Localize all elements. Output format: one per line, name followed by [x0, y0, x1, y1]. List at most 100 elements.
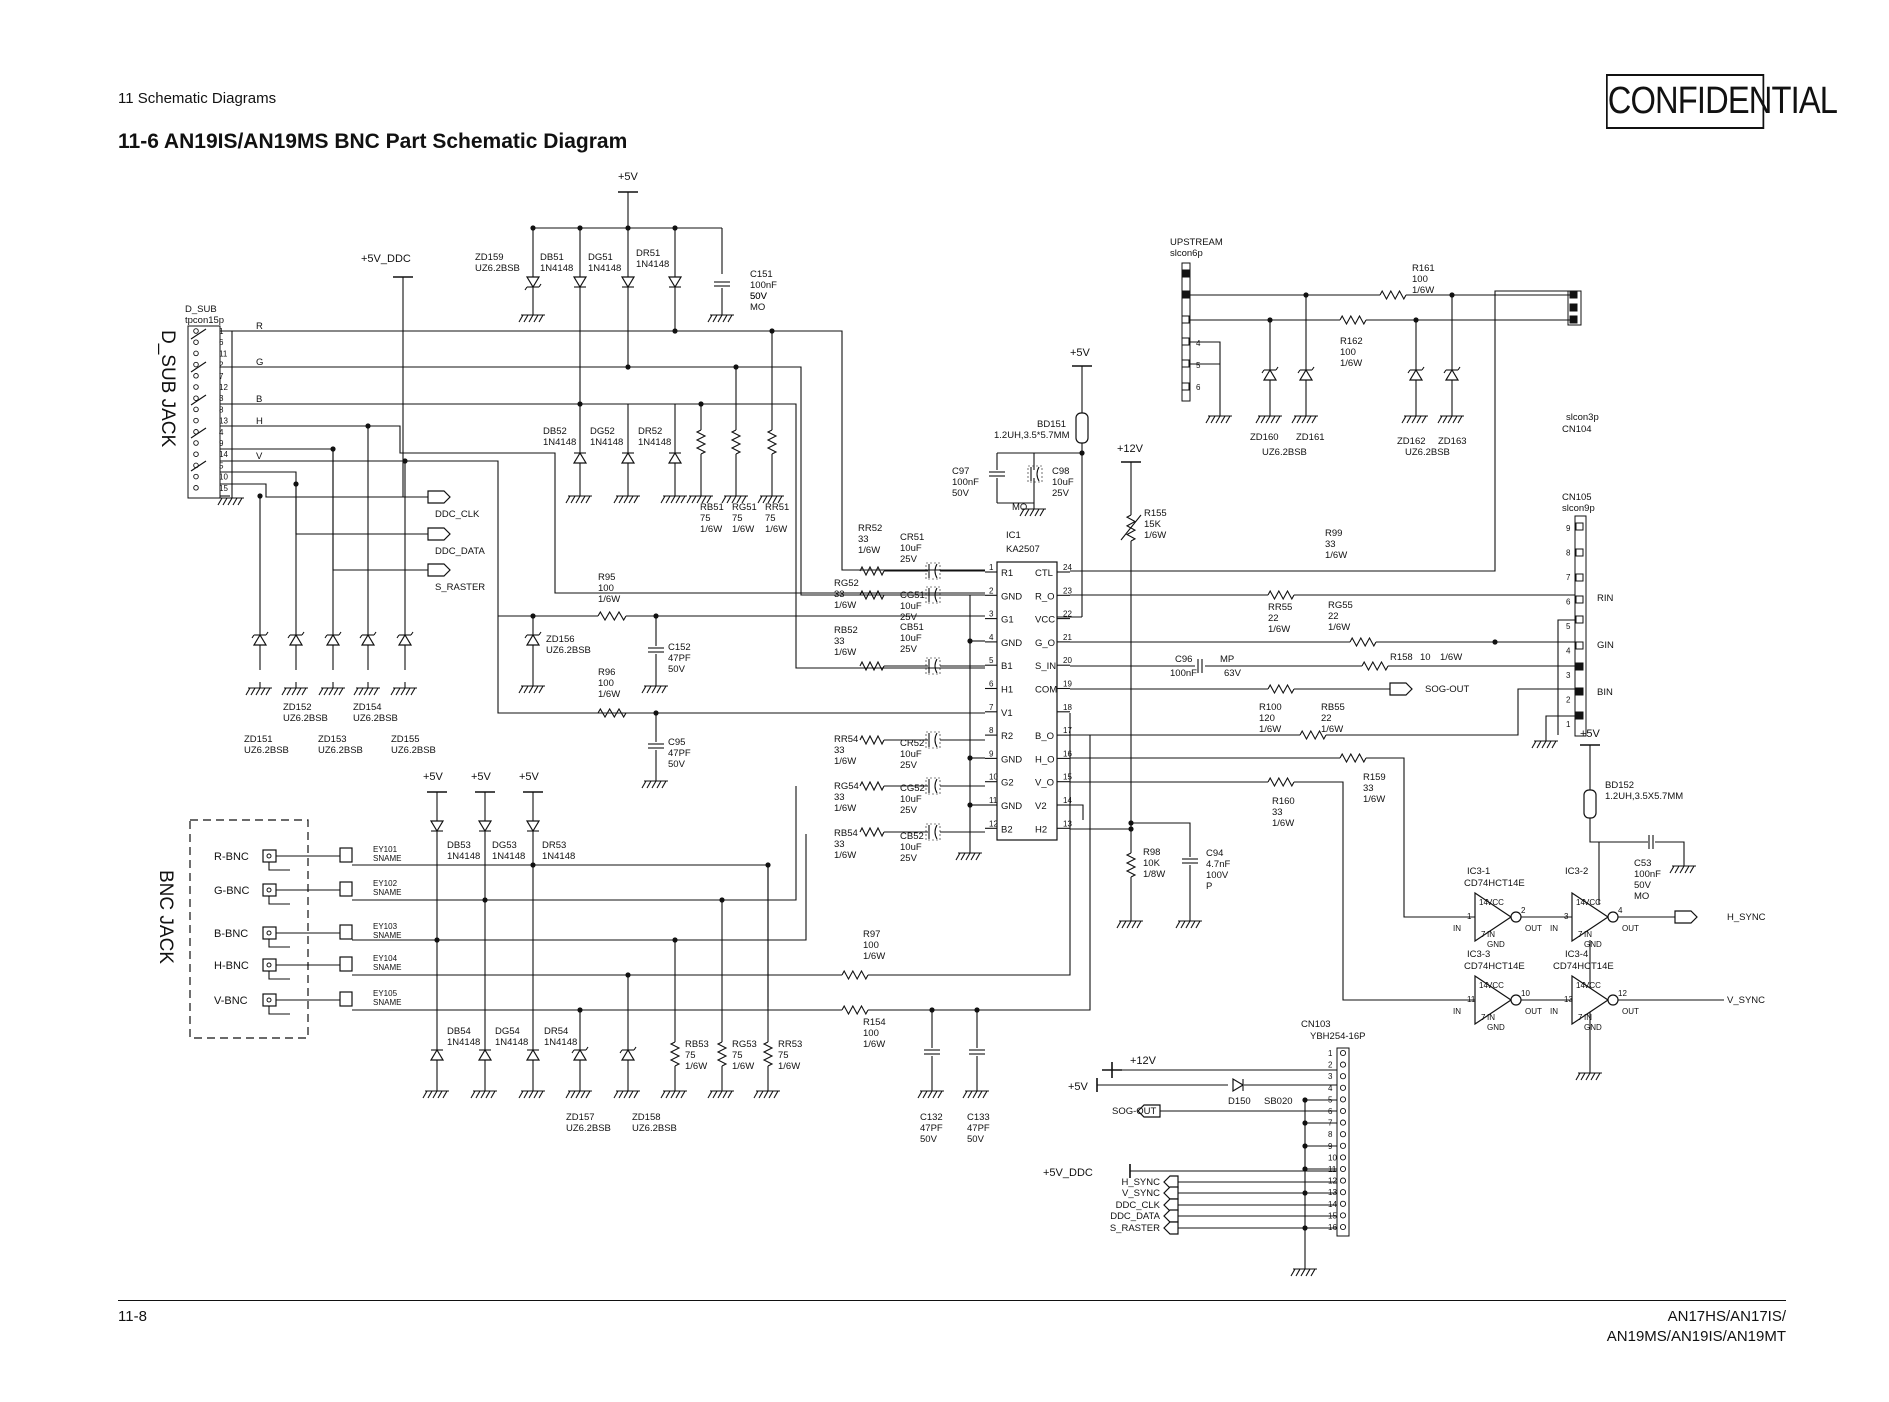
resistor-symbol	[841, 969, 869, 981]
net-arrow	[1163, 1221, 1179, 1235]
cn105-pin-number: 3	[1566, 671, 1571, 680]
bnc-load-label: RB53	[685, 1039, 709, 1050]
c132-label: C132	[920, 1112, 943, 1123]
cn103-pin-number: 13	[1328, 1188, 1337, 1197]
diode-symbol	[667, 276, 683, 289]
ddc-net-label: S_RASTER	[435, 582, 485, 593]
ground-hatch	[613, 495, 619, 504]
r161-label: R161	[1412, 263, 1435, 274]
ground-hatch	[706, 495, 712, 504]
input-cap-label: 10uF	[900, 842, 922, 853]
dsub-pin-dot	[193, 451, 199, 457]
ic1-left-pin: H1	[1001, 685, 1013, 696]
ground-hatch	[932, 1090, 938, 1099]
ground-hatch	[736, 495, 742, 504]
input-cap-label: CR51	[900, 532, 924, 543]
ground-hatch	[1275, 415, 1281, 424]
rb55-label: 1/6W	[1321, 724, 1343, 735]
ground-hatch	[1265, 415, 1271, 424]
ground-hatch	[641, 780, 647, 789]
ground-hatch	[741, 495, 747, 504]
c152-label: C152	[668, 642, 691, 653]
bd151-part: 1.2UH,3.5*5.7MM	[994, 430, 1070, 441]
junction-dot	[672, 937, 678, 943]
dsub-zener-part: UZ6.2BSB	[353, 713, 398, 724]
zener-bend	[1261, 369, 1265, 374]
net-arrow	[1389, 682, 1413, 696]
r160-label: R160	[1272, 796, 1295, 807]
dsub-jack-label: D_SUB JACK	[157, 330, 178, 448]
dsub-pin-dot	[193, 384, 199, 390]
capacitor-plate-curved	[934, 587, 938, 603]
resistor-symbol	[1379, 289, 1407, 301]
ground-hatch	[670, 495, 676, 504]
c96-ref: C96	[1175, 654, 1192, 665]
ground-hatch	[1411, 415, 1417, 424]
dsub-pin-number: 13	[219, 417, 228, 426]
bnc-load-label: 1/6W	[732, 1061, 754, 1072]
zener-bend	[1421, 366, 1425, 371]
resistor-symbol	[1349, 636, 1377, 648]
zd157-part: UZ6.2BSB	[566, 1123, 611, 1134]
bnc-eyelet-part: SNAME	[373, 963, 401, 972]
bnc-port	[262, 849, 277, 863]
dg51-part: 1N4148	[588, 263, 621, 274]
dsub-pin-number: 7	[219, 372, 224, 381]
c151-label: MO	[750, 302, 765, 313]
c151-label: C151	[750, 269, 773, 280]
ground-hatch	[1301, 415, 1307, 424]
ground-hatch	[1541, 740, 1547, 749]
ic1-left-pin-number: 9	[989, 749, 994, 758]
c98-label: C98	[1052, 466, 1069, 477]
junction-dot	[330, 446, 336, 452]
cn103-pin-number: 5	[1328, 1095, 1333, 1104]
ground-hatch	[338, 687, 344, 696]
rr55-label: 1/6W	[1268, 624, 1290, 635]
junction-dot	[653, 613, 659, 619]
ground-hatch	[757, 495, 763, 504]
ground-hatch	[410, 687, 416, 696]
ground-hatch	[1401, 415, 1407, 424]
dsub-part: tpcon15p	[185, 315, 224, 326]
ic1-left-pin-number: 3	[989, 610, 994, 619]
ground-hatch	[721, 495, 727, 504]
dsub-pin-dot	[193, 440, 199, 446]
input-res-label: 33	[834, 589, 845, 600]
cn103-pin	[1339, 1049, 1347, 1057]
cn105-ref: CN105	[1562, 492, 1592, 503]
ic1-left-pin-number: 5	[989, 656, 994, 665]
junction-dot	[434, 937, 440, 943]
cn103-connector	[1336, 1047, 1350, 1237]
junction-dot	[402, 458, 408, 464]
ic1-right-pin-number: 24	[1063, 563, 1072, 572]
connector-pin	[1575, 595, 1584, 604]
diode-symbol	[572, 276, 588, 289]
net-r-bnc	[352, 864, 769, 1007]
dsub-pin-number: 6	[219, 338, 224, 347]
r162-label: 1/6W	[1340, 358, 1362, 369]
bnc-eyelet	[339, 991, 353, 1007]
input-cap-label: 25V	[900, 853, 918, 864]
junction-dot	[577, 401, 583, 407]
diode-symbol	[620, 451, 636, 464]
ic1-left-pin: B2	[1001, 824, 1013, 835]
model-list-line2: AN19MS/AN19IS/AN19MT	[1606, 1328, 1786, 1345]
junction-dot	[1302, 1225, 1308, 1231]
r154-label: 1/6W	[863, 1039, 885, 1050]
bnc-port-label: V-BNC	[214, 995, 248, 1007]
c98-label: 25V	[1052, 488, 1070, 499]
ground-hatch	[333, 687, 339, 696]
bnc-load-label: 75	[732, 1050, 743, 1061]
connector-pin	[1575, 522, 1584, 531]
ground-hatch	[538, 314, 544, 323]
ground-hatch	[777, 495, 783, 504]
bnc-eyelet-part: SNAME	[373, 931, 401, 940]
ground-hatch	[773, 1090, 779, 1099]
ic1-left-pin-number: 8	[989, 726, 994, 735]
zener-bend	[410, 631, 414, 636]
upstream-connector	[1181, 262, 1191, 402]
gate-pin-14: 14	[1479, 898, 1488, 907]
connector-pin	[1569, 303, 1578, 312]
ground-hatch	[712, 1090, 718, 1099]
ic1-left-pin-number: 7	[989, 703, 994, 712]
